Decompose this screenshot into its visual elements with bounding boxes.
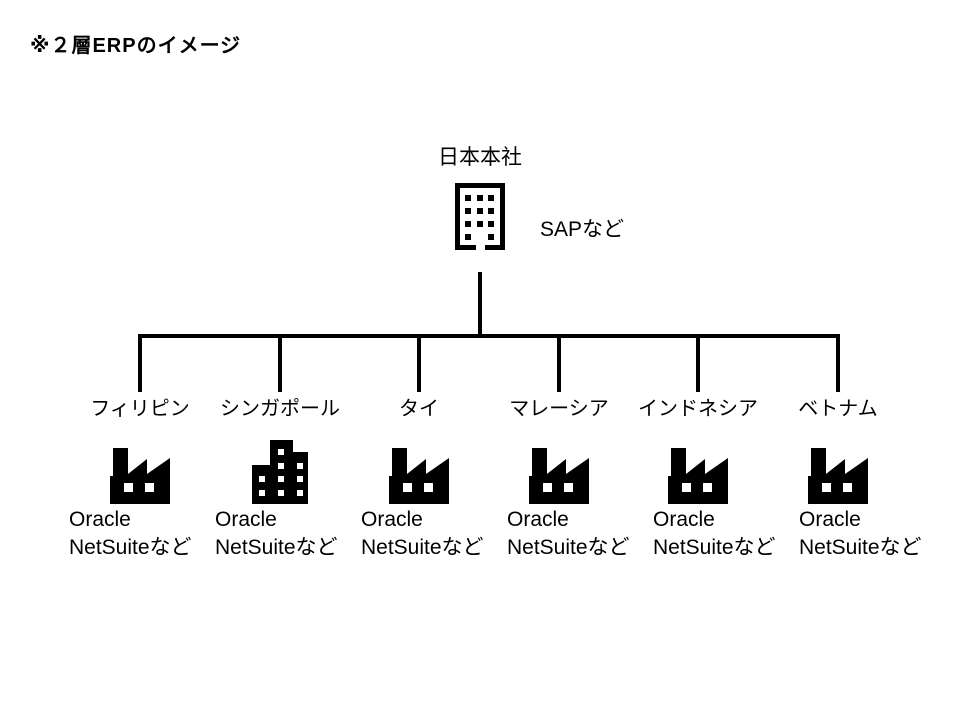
- erp-vendor: Oracle: [361, 508, 423, 531]
- subsidiary-philippines: フィリピン: [65, 398, 215, 504]
- erp-label: Oracle NetSuiteなど: [507, 506, 630, 562]
- country-label: タイ: [399, 398, 439, 420]
- erp-label: Oracle NetSuiteなど: [69, 506, 192, 562]
- factory-icon: [763, 442, 913, 504]
- connector-drop: [417, 334, 421, 392]
- headquarters-erp-label: SAPなど: [540, 218, 625, 241]
- factory-icon: [65, 442, 215, 504]
- connector-drop: [836, 334, 840, 392]
- subsidiary-indonesia: インドネシア: [623, 398, 773, 504]
- connector-horizontal-bar: [138, 334, 840, 338]
- country-label: フィリピン: [90, 398, 190, 420]
- subsidiary-thailand: タイ: [344, 398, 494, 504]
- erp-vendor: Oracle: [69, 508, 131, 531]
- headquarters-label: 日本本社: [438, 146, 522, 169]
- erp-label: Oracle NetSuiteなど: [361, 506, 484, 562]
- erp-vendor: Oracle: [507, 508, 569, 531]
- erp-label: Oracle NetSuiteなど: [215, 506, 338, 562]
- erp-product: NetSuiteなど: [799, 536, 922, 559]
- connector-drop: [138, 334, 142, 392]
- erp-product: NetSuiteなど: [361, 536, 484, 559]
- connector-drop: [557, 334, 561, 392]
- country-label: インドネシア: [638, 398, 758, 420]
- subsidiary-vietnam: ベトナム: [763, 398, 913, 504]
- connector-drop: [696, 334, 700, 392]
- factory-icon: [623, 442, 773, 504]
- country-label: ベトナム: [798, 398, 878, 420]
- erp-label: Oracle NetSuiteなど: [653, 506, 776, 562]
- page-title: ※２層ERPのイメージ: [30, 35, 242, 57]
- connector-trunk: [478, 272, 482, 338]
- erp-vendor: Oracle: [653, 508, 715, 531]
- country-label: シンガポール: [220, 398, 340, 420]
- erp-vendor: Oracle: [799, 508, 861, 531]
- connector-drop: [278, 334, 282, 392]
- erp-product: NetSuiteなど: [507, 536, 630, 559]
- office-buildings-icon: [205, 440, 355, 504]
- erp-product: NetSuiteなど: [653, 536, 776, 559]
- country-label: マレーシア: [509, 398, 609, 420]
- erp-product: NetSuiteなど: [215, 536, 338, 559]
- subsidiary-singapore: シンガポール: [205, 398, 355, 504]
- factory-icon: [344, 442, 494, 504]
- subsidiary-malaysia: マレーシア: [484, 398, 634, 504]
- erp-vendor: Oracle: [215, 508, 277, 531]
- erp-product: NetSuiteなど: [69, 536, 192, 559]
- factory-icon: [484, 442, 634, 504]
- office-building-icon: [455, 183, 505, 255]
- erp-label: Oracle NetSuiteなど: [799, 506, 922, 562]
